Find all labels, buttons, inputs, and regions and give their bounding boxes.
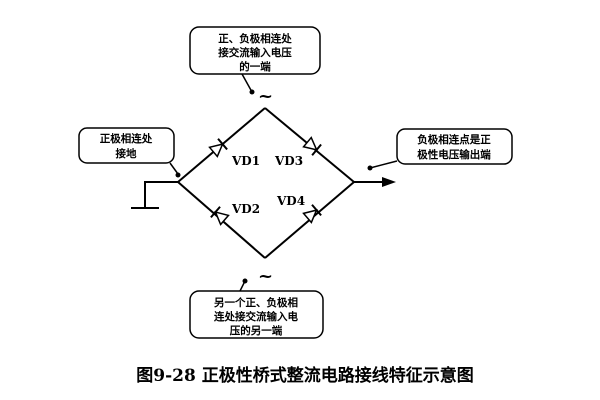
ac-symbol-top: ~ xyxy=(258,86,273,107)
callout-top-line-2: 接交流输入电压 xyxy=(218,46,292,59)
output-terminal xyxy=(354,177,396,187)
callout-bottom-line-3: 压的另一端 xyxy=(230,324,283,337)
vd1-label: VD1 xyxy=(231,154,260,168)
ground-connection xyxy=(131,181,178,209)
diode-vd2 xyxy=(210,206,230,226)
callout-left: 正极相连处 接地 xyxy=(78,127,181,178)
callout-right-line-2: 极性电压输出端 xyxy=(417,148,491,161)
diode-vd4 xyxy=(302,204,322,224)
callout-right: 负极相连点是正 极性电压输出端 xyxy=(367,128,513,171)
callout-top: 正、负极相连处 接交流输入电压 的一端 xyxy=(189,26,321,95)
figure-caption: 图9-28 正极性桥式整流电路接线特征示意图 xyxy=(136,365,473,386)
callout-bottom: 另一个正、负极相 连处接交流输入电 压的另一端 xyxy=(189,278,324,339)
callout-bottom-line-2: 连处接交流输入电 xyxy=(214,310,298,323)
callout-left-line-2: 接地 xyxy=(116,147,137,160)
diode-vd3 xyxy=(302,136,322,156)
callout-bottom-line-1: 另一个正、负极相 xyxy=(214,296,298,309)
callout-left-line-1: 正极相连处 xyxy=(100,132,153,145)
bridge-wires xyxy=(177,107,355,259)
vd3-label: VD3 xyxy=(274,154,303,168)
callout-top-line-1: 正、负极相连处 xyxy=(218,32,292,45)
callout-top-line-3: 的一端 xyxy=(239,60,271,73)
arrow-right-icon xyxy=(382,177,396,187)
diode-vd1 xyxy=(208,138,228,158)
callout-right-line-1: 负极相连点是正 xyxy=(417,133,491,146)
ac-symbol-bottom: ~ xyxy=(258,266,273,287)
vd2-label: VD2 xyxy=(231,202,260,216)
vd4-label: VD4 xyxy=(276,194,305,208)
